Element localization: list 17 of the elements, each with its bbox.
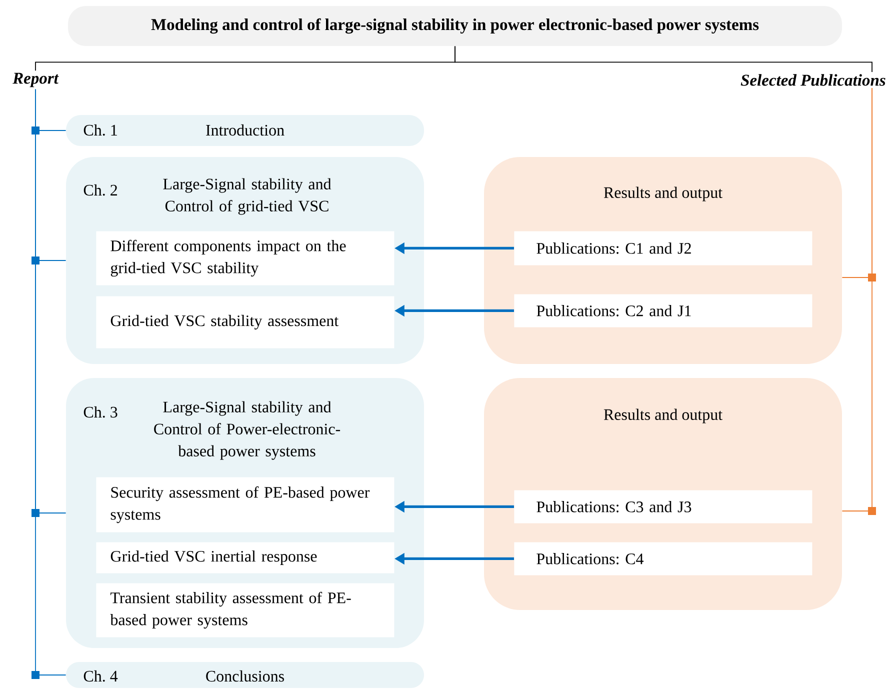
topic-box: Grid-tied VSC stability assessment — [96, 296, 394, 348]
branch-line — [32, 88, 66, 679]
tree-line — [454, 46, 872, 72]
publication-box: Publications: C2 and J1 — [514, 294, 812, 328]
chapter-panel: Ch. 4 Conclusions — [66, 662, 424, 688]
topic-box: Different components impact on the grid-tied VSC stability — [96, 231, 394, 286]
publication-box: Publications: C4 — [514, 542, 812, 576]
topic-box: Transient stability assessment of PE-based power systems — [96, 583, 394, 638]
column-heading: Selected Publications — [740, 74, 886, 86]
publication-box: Publications: C3 and J3 — [514, 490, 812, 524]
publication-box: Publications: C1 and J2 — [514, 231, 812, 266]
topic-box: Grid-tied VSC inertial response — [96, 542, 394, 574]
column-heading: Report — [12, 72, 59, 88]
topic-box: Security assessment of PE-based power systems — [96, 477, 394, 532]
chapter-panel: Ch. 1 Introduction — [66, 115, 424, 146]
title-box: Modeling and control of large-signal stability in power electronic-based power systems — [68, 6, 842, 46]
branch-line — [842, 88, 876, 515]
